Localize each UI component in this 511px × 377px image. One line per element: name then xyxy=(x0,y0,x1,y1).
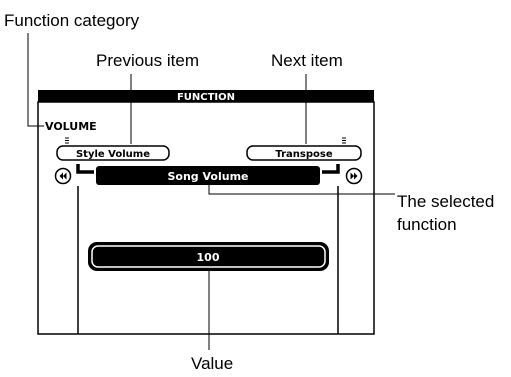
label-previous-item: Previous item xyxy=(96,51,199,70)
label-selected-function-line1: The selected xyxy=(397,192,494,211)
label-value: Value xyxy=(191,354,233,373)
function-display: FUNCTION VOLUME Style Volume Transpose xyxy=(37,90,375,335)
value-box[interactable] xyxy=(91,245,326,268)
leader-function-category xyxy=(27,33,44,127)
previous-item-box[interactable] xyxy=(56,145,170,161)
fast-forward-icon[interactable] xyxy=(345,167,363,185)
display-frame xyxy=(37,101,375,335)
callout-leader-lines xyxy=(27,33,395,350)
selected-function-text: Song Volume xyxy=(167,170,248,183)
label-function-category: Function category xyxy=(4,11,140,30)
level-marks xyxy=(65,137,346,144)
display-header-title: FUNCTION xyxy=(177,92,235,103)
next-item-box[interactable] xyxy=(246,145,362,161)
category-label: VOLUME xyxy=(45,120,97,133)
selected-function-bar[interactable] xyxy=(96,166,320,185)
display-header-bar xyxy=(38,90,374,102)
leader-selected-function xyxy=(208,185,395,195)
rewind-icon[interactable] xyxy=(54,167,72,185)
selection-brackets xyxy=(76,164,340,174)
previous-item-text: Style Volume xyxy=(76,149,150,160)
value-text: 100 xyxy=(197,251,220,264)
label-selected-function-line2: function xyxy=(397,215,457,234)
label-next-item: Next item xyxy=(271,51,343,70)
next-item-text: Transpose xyxy=(275,149,332,160)
